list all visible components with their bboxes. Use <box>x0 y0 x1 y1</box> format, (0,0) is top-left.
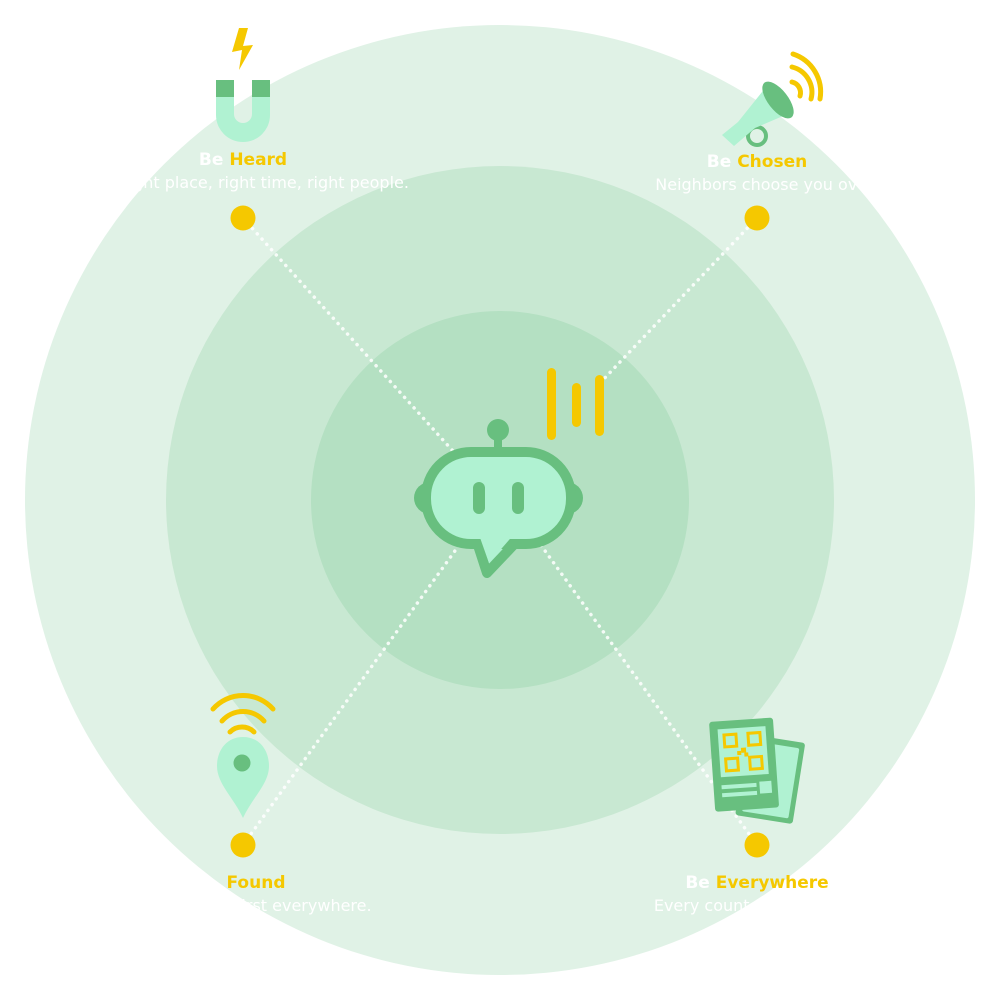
node-title-chosen: Be Chosen <box>585 152 928 172</box>
location-pin-icon <box>210 693 276 818</box>
node-dot-heard <box>230 205 256 231</box>
node-title-prefix: Be <box>685 873 710 893</box>
node-title-found: Found <box>140 873 371 893</box>
chatbot-icon <box>414 419 583 578</box>
megaphone-icon <box>722 51 824 147</box>
connector-found <box>241 528 472 847</box>
node-dot-found <box>230 832 256 858</box>
node-title-accent: Everywhere <box>715 873 829 893</box>
connector-chosen <box>598 216 759 385</box>
node-label-everywhere: Be Everywhere Every counter. Every <box>654 873 829 915</box>
qr-flyer-icon <box>709 717 805 824</box>
node-title-prefix: Be <box>706 152 732 172</box>
node-label-found: Found up first everywhere. <box>140 873 371 915</box>
node-description-heard: right place, right time, right people. <box>122 173 409 192</box>
node-title-prefix: Be <box>198 150 224 170</box>
node-description-found: up first everywhere. <box>210 896 372 915</box>
node-label-chosen: Be Chosen Neighbors choose you over the … <box>585 152 928 194</box>
node-dot-chosen <box>744 205 770 231</box>
node-title-accent: Found <box>226 873 286 893</box>
node-title-heard: Be Heard <box>77 150 409 170</box>
connector-heard <box>241 216 472 472</box>
node-title-accent: Heard <box>229 150 288 170</box>
node-label-heard: Be Heard right place, right time, right … <box>77 150 409 192</box>
sound-bars-icon <box>547 368 604 440</box>
node-title-everywhere: Be Everywhere <box>685 873 828 893</box>
node-description-chosen: Neighbors choose you over the co <box>655 175 929 194</box>
node-dot-everywhere <box>744 832 770 858</box>
node-description-everywhere: Every counter. Every <box>653 896 821 915</box>
magnet-icon <box>216 28 270 142</box>
node-title-accent: Chosen <box>737 152 808 172</box>
